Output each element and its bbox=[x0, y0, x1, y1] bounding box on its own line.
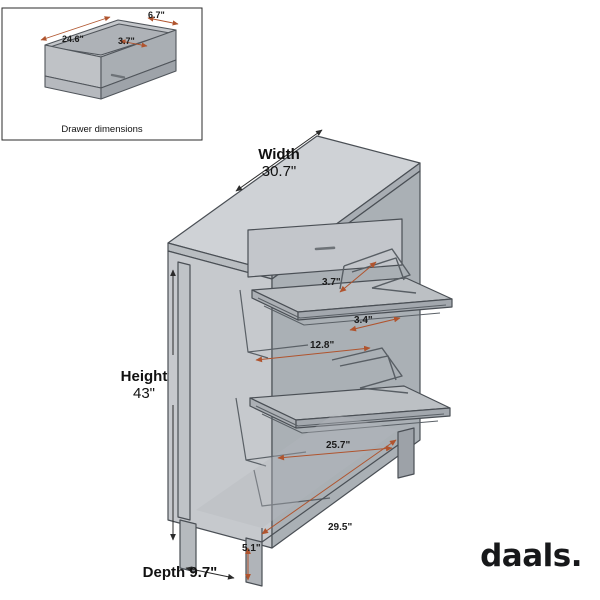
depth-label: Depth 9.7" bbox=[142, 564, 218, 581]
brand-logo: daals. bbox=[480, 538, 582, 574]
width-value: 30.7" bbox=[261, 163, 297, 181]
inset-length-label: 24.6" bbox=[62, 34, 84, 44]
inset-depth-label: 6.7" bbox=[148, 10, 165, 20]
internal-dimension-lines bbox=[245, 261, 401, 581]
inset-drawer-illustration bbox=[1, 7, 203, 141]
depth-dimension-line bbox=[185, 566, 235, 580]
width-label: Width 30.7" bbox=[224, 146, 334, 181]
width-label-text: Width bbox=[258, 146, 300, 163]
brand-dot: . bbox=[570, 538, 583, 574]
drawer-front-height-label: 3.7" bbox=[322, 277, 341, 288]
width-dimension-line bbox=[235, 129, 323, 192]
flap-width-label: 25.7" bbox=[326, 440, 351, 451]
brand-name: daals bbox=[480, 538, 571, 574]
leg-height-label: 5.1" bbox=[242, 543, 261, 554]
inset-width-label: 3.7" bbox=[118, 36, 135, 46]
flap-depth-label: 12.8" bbox=[310, 340, 335, 351]
base-width-label: 29.5" bbox=[328, 522, 353, 533]
height-label-text: Height bbox=[120, 368, 168, 385]
inset-caption: Drawer dimensions bbox=[61, 124, 143, 135]
height-label: Height 43" bbox=[104, 368, 184, 403]
cabinet-body bbox=[167, 135, 453, 587]
height-value: 43" bbox=[132, 385, 155, 403]
flap-gap-label: 3.4" bbox=[354, 315, 373, 326]
